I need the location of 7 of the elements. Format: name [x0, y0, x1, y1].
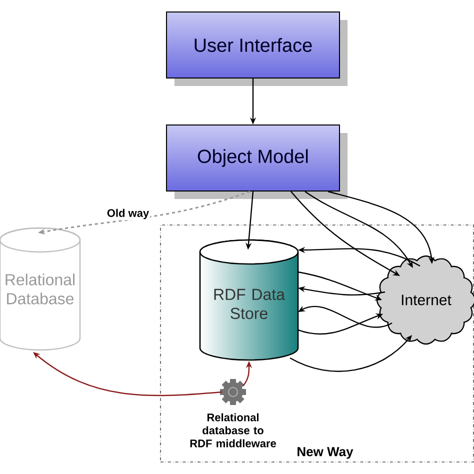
database-cylinder: RDF Data Store — [199, 239, 299, 361]
gear-caption: Relational database to RDF middleware — [190, 413, 276, 448]
database-cylinder: Relational Database — [0, 227, 81, 351]
cloud: Internet — [376, 255, 474, 345]
process-box: User Interface — [166, 12, 348, 86]
process-box: Object Model — [166, 124, 348, 199]
edge-label: Old way — [106, 208, 150, 220]
